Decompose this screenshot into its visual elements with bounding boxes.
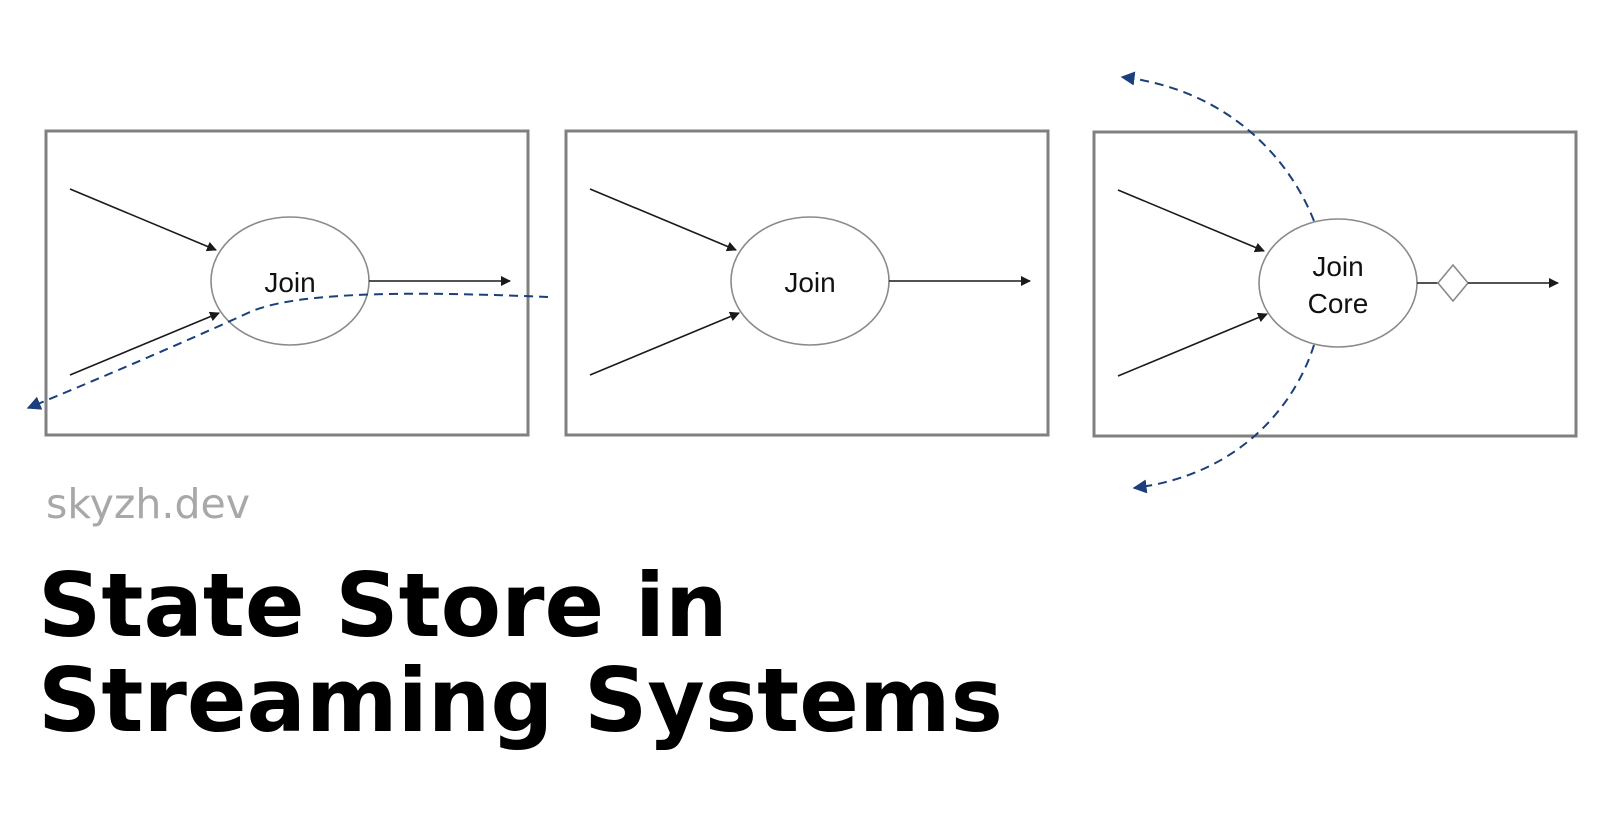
panel-2-input-arrow-top <box>589 188 737 252</box>
panel-3-dashed-arrow-up <box>1120 71 1315 222</box>
panel-3-node-label-line-2: Core <box>1308 288 1369 319</box>
panel-3: Join Core <box>1092 71 1578 494</box>
panel-2: Join <box>564 129 1050 437</box>
title-line-2: Streaming Systems <box>38 649 1003 752</box>
panel-3-input-arrow-top <box>1117 189 1265 253</box>
panel-1-input-arrow-top <box>69 188 217 252</box>
site-domain: skyzh.dev <box>46 480 250 528</box>
panel-2-frame <box>564 129 1050 437</box>
panel-1-dashed-arrow <box>26 292 549 410</box>
panel-3-join-core-node <box>1258 218 1418 348</box>
panel-2-node-label: Join <box>784 267 835 298</box>
title-line-1: State Store in <box>38 554 728 657</box>
panel-3-input-arrow-bottom <box>1117 312 1268 377</box>
panel-1-frame <box>44 129 530 437</box>
panel-3-frame <box>1092 130 1578 438</box>
panel-1: Join <box>26 129 549 437</box>
panel-1-input-arrow-bottom <box>69 311 220 376</box>
panel-3-node-label-line-1: Join <box>1312 251 1363 282</box>
page-title: State Store in Streaming Systems <box>38 558 1003 748</box>
panel-1-node-label: Join <box>264 267 315 298</box>
panel-2-input-arrow-bottom <box>589 311 740 376</box>
panel-3-diamond-icon <box>1436 263 1470 303</box>
panel-3-dashed-arrow-down <box>1132 344 1315 494</box>
